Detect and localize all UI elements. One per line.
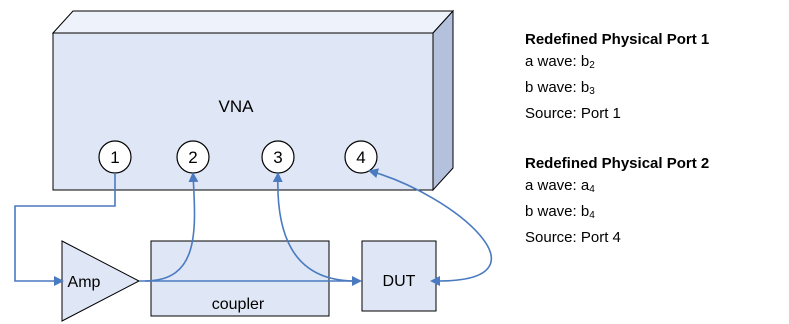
port-4-circle — [344, 140, 378, 174]
coupler-to-port3-connector — [272, 172, 356, 282]
port1-heading: Redefined Physical Port 1 — [525, 31, 710, 48]
port1-a-wave: a wave: b2 — [525, 51, 709, 77]
port2-b-wave-label: b wave: — [525, 203, 581, 220]
port1-to-amp-connector — [14, 173, 116, 286]
coupler-label: coupler — [212, 296, 265, 313]
coupler-box: coupler — [150, 240, 330, 317]
port2-a-wave-sub: 4 — [589, 184, 595, 195]
port1-b-wave-value: b — [580, 79, 590, 96]
port2-info-panel: Redefined Physical Port 2 a wave: a4 b w… — [525, 153, 709, 249]
vna-box-side — [432, 9, 454, 192]
amp-triangle: Amp — [61, 240, 141, 322]
dut-box: DUT — [361, 240, 437, 312]
port2-b-wave: b wave: b4 — [525, 201, 709, 227]
port1-a-wave-sub: 2 — [589, 60, 595, 71]
port2-source: Source: Port 4 — [525, 229, 621, 246]
port-2[interactable]: 2 — [176, 140, 210, 174]
amp-label: Amp — [68, 274, 101, 291]
port2-heading: Redefined Physical Port 2 — [525, 155, 710, 172]
connectors — [14, 168, 493, 286]
port1-a-wave-label: a wave: — [525, 53, 581, 70]
coupler-rect — [150, 240, 330, 317]
port-1[interactable]: 1 — [98, 140, 132, 174]
vna-label: VNA — [219, 97, 255, 116]
port1-b-wave-sub: 3 — [589, 86, 595, 97]
port1-b-wave: b wave: b3 — [525, 77, 709, 103]
port-3[interactable]: 3 — [261, 140, 295, 174]
port2-a-wave-label: a wave: — [525, 177, 581, 194]
port1-source: Source: Port 1 — [525, 105, 621, 122]
coupler-to-port2-connector — [144, 172, 199, 282]
port-3-label: 3 — [273, 148, 282, 167]
dut-label: DUT — [383, 273, 416, 290]
port-2-label: 2 — [188, 148, 197, 167]
vna-box-top — [51, 10, 455, 34]
port1-b-wave-label: b wave: — [525, 79, 581, 96]
port4-dut-connector — [368, 168, 493, 286]
port-1-label: 1 — [110, 148, 119, 167]
port-4[interactable]: 4 — [344, 140, 378, 174]
port2-b-wave-sub: 4 — [589, 210, 595, 221]
port2-a-wave: a wave: a4 — [525, 175, 709, 201]
port2-a-wave-value: a — [580, 177, 590, 194]
port1-a-wave-value: b — [580, 53, 590, 70]
port2-b-wave-value: b — [580, 203, 590, 220]
port-4-label: 4 — [356, 148, 365, 167]
port1-info-panel: Redefined Physical Port 1 a wave: b2 b w… — [525, 29, 709, 125]
